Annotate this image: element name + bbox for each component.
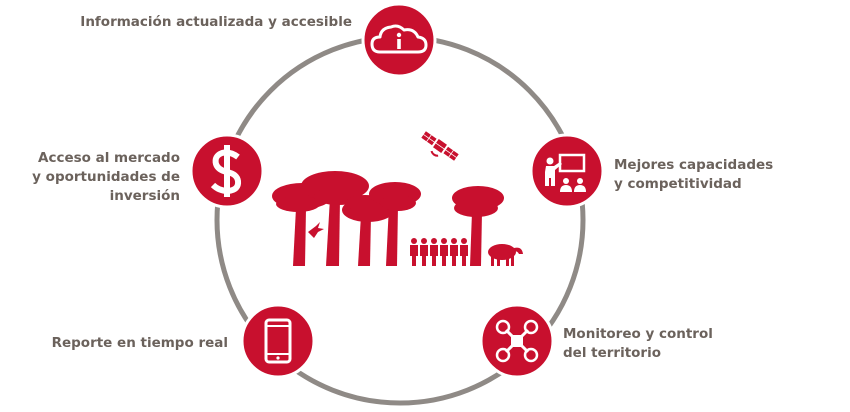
label-market-line-3: inversión bbox=[109, 188, 180, 204]
label-market-line-1: Acceso al mercado bbox=[38, 150, 180, 166]
araucaria-tree-icon bbox=[272, 171, 504, 266]
drone-icon bbox=[495, 319, 539, 363]
label-info: Información actualizada y accesible bbox=[60, 13, 352, 32]
node-training bbox=[529, 133, 605, 209]
tapir-icon bbox=[488, 244, 523, 266]
label-training: Mejores capacidades y competitividad bbox=[614, 156, 814, 194]
label-market-line-2: y oportunidades de bbox=[32, 169, 180, 185]
label-training-line-2: y competitividad bbox=[614, 176, 742, 192]
dollar-icon bbox=[210, 145, 242, 197]
node-info bbox=[361, 2, 437, 78]
presentation-icon bbox=[545, 153, 586, 192]
bird-icon bbox=[308, 222, 324, 238]
smartphone-icon bbox=[264, 318, 292, 364]
node-report bbox=[240, 303, 316, 379]
people-group-icon bbox=[410, 238, 468, 266]
label-market: Acceso al mercado y oportunidades de inv… bbox=[18, 149, 180, 206]
node-market bbox=[189, 133, 265, 209]
node-monitor bbox=[479, 303, 555, 379]
label-report: Reporte en tiempo real bbox=[30, 334, 228, 353]
label-monitor: Monitoreo y control del territorio bbox=[563, 325, 763, 363]
label-monitor-line-2: del territorio bbox=[563, 345, 661, 361]
forest-scene bbox=[272, 131, 523, 266]
label-monitor-line-1: Monitoreo y control bbox=[563, 326, 713, 342]
label-training-line-1: Mejores capacidades bbox=[614, 157, 774, 173]
label-info-line-1: Información actualizada y accesible bbox=[80, 14, 352, 30]
label-report-line-1: Reporte en tiempo real bbox=[51, 335, 228, 351]
satellite-icon bbox=[421, 131, 459, 161]
cloud-info-icon bbox=[370, 24, 428, 54]
